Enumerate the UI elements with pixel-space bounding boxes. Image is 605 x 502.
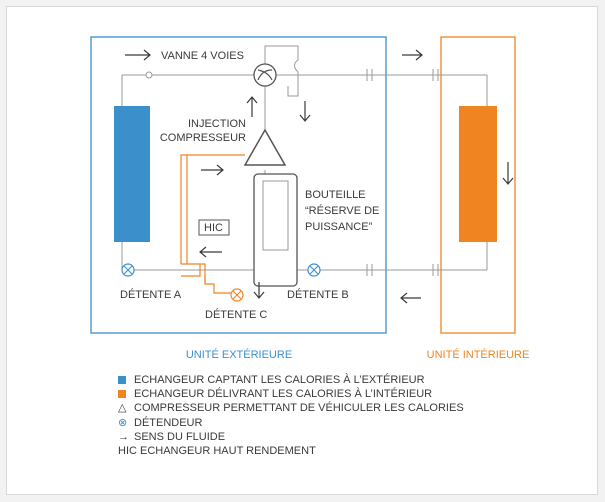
reserve-bottle [253,173,298,287]
orange-square-icon [118,390,126,399]
legend-item-hic: HIC ECHANGEUR HAUT RENDEMENT [118,444,464,458]
legend-item-flow: → SENS DU FLUIDE [118,430,464,444]
outdoor-exchanger [114,106,150,242]
hic-label: HIC [204,222,223,234]
expansion-c-label: DÉTENTE C [205,308,267,321]
indoor-unit-box [440,36,516,334]
refrigerant-pipes [121,45,488,271]
legend-item-outdoor-exchanger: ECHANGEUR CAPTANT LES CALORIES À L’EXTÉR… [118,373,464,387]
compressor-icon [243,128,287,166]
expansion-b-label: DÉTENTE B [287,288,349,301]
expansion-valve-icon [307,263,321,277]
injection-label-line1: INJECTION [188,118,246,130]
legend-text: COMPRESSEUR PERMETTANT DE VÉHICULER LES … [134,402,464,415]
hic-box [198,219,230,236]
expansion-valve-icon [230,288,244,302]
legend-item-indoor-exchanger: ECHANGEUR DÉLIVRANT LES CALORIES À L’INT… [118,387,464,401]
legend-text: SENS DU FLUIDE [134,430,226,443]
triangle-icon: △ [118,402,127,415]
legend: ECHANGEUR CAPTANT LES CALORIES À L’EXTÉR… [118,373,464,458]
indoor-exchanger [459,106,497,242]
injection-pipe [180,154,245,294]
legend-item-compressor: △ COMPRESSEUR PERMETTANT DE VÉHICULER LE… [118,401,464,415]
bottle-label-line1: BOUTEILLE [305,189,366,201]
expansion-valve-icon: ⊗ [118,416,128,429]
legend-item-expansion: ⊗ DÉTENDEUR [118,416,464,430]
blue-square-icon [118,376,126,385]
pipe-connectors [366,69,439,276]
legend-text: DÉTENDEUR [134,416,203,429]
indoor-unit-label: UNITÉ INTÉRIEURE [427,348,530,361]
injection-label-line2: COMPRESSEUR [160,132,246,144]
bottle-label-line3: PUISSANCE” [305,221,373,233]
outdoor-unit-label: UNITÉ EXTÉRIEURE [186,348,292,361]
legend-text: ECHANGEUR DÉLIVRANT LES CALORIES À L’INT… [134,388,433,401]
legend-text: HIC ECHANGEUR HAUT RENDEMENT [118,445,316,458]
flow-arrow-icon [125,49,514,304]
bottle-label-line2: “RÉSERVE DE [305,204,379,217]
figure-frame [6,6,598,495]
arrow-right-icon: → [118,430,129,443]
expansion-a-label: DÉTENTE A [120,288,182,301]
pipe-node [145,71,153,79]
four-way-valve-label: VANNE 4 VOIES [161,50,244,62]
bottle-inner [262,180,289,251]
outdoor-unit-box [90,36,387,334]
legend-text: ECHANGEUR CAPTANT LES CALORIES À L’EXTÉR… [134,374,425,386]
four-way-valve-icon [253,63,277,87]
expansion-valve-icon [121,263,135,277]
